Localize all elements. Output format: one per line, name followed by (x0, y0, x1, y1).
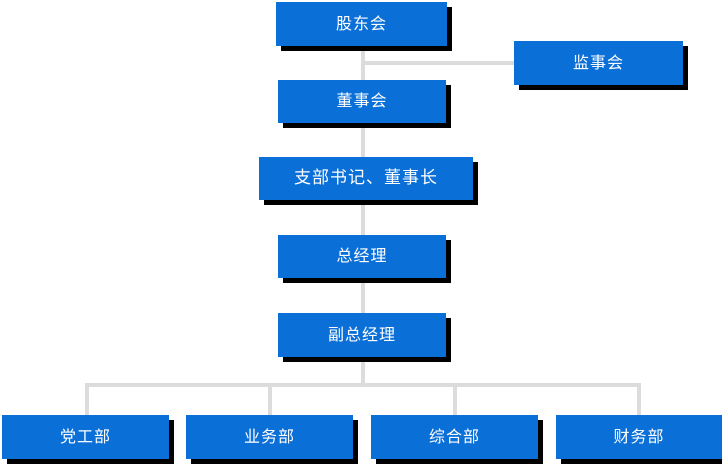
node-party-affairs-department-label: 党工部 (59, 426, 111, 446)
node-general-manager-label: 总经理 (336, 246, 388, 265)
node-branch-secretary-chairman-label: 支部书记、董事长 (294, 167, 438, 188)
node-board-of-directors[interactable]: 董事会 (278, 80, 446, 123)
connector-department-bus (85, 383, 641, 387)
connector-bus-to-finance (637, 383, 641, 417)
node-general-office-department[interactable]: 综合部 (371, 415, 538, 459)
node-shareholders-label: 股东会 (335, 13, 387, 33)
node-finance-department[interactable]: 财务部 (556, 415, 722, 459)
connector-bus-to-party-affairs (85, 383, 89, 417)
node-finance-department-label: 财务部 (613, 426, 665, 446)
connector-general-manager-to-deputy (361, 275, 365, 316)
connector-shareholders-to-supervisors (361, 61, 516, 65)
node-general-manager[interactable]: 总经理 (278, 235, 446, 278)
node-shareholders[interactable]: 股东会 (276, 2, 447, 46)
connector-secretary-to-general-manager (361, 197, 365, 238)
connector-deputy-drop (361, 355, 365, 385)
node-deputy-general-manager[interactable]: 副总经理 (278, 313, 446, 357)
node-board-of-directors-label: 董事会 (336, 91, 388, 110)
node-branch-secretary-chairman[interactable]: 支部书记、董事长 (259, 157, 473, 200)
node-deputy-general-manager-label: 副总经理 (327, 324, 396, 344)
connector-shareholders-drop-right (361, 44, 365, 66)
node-business-department-label: 业务部 (243, 426, 295, 446)
node-supervisors-label: 监事会 (572, 52, 624, 72)
connector-bus-to-general-office (453, 383, 457, 417)
node-party-affairs-department[interactable]: 党工部 (2, 415, 169, 459)
node-business-department[interactable]: 业务部 (186, 415, 353, 459)
connector-bus-to-business (268, 383, 272, 417)
node-general-office-department-label: 综合部 (428, 426, 480, 446)
connector-board-to-secretary (361, 120, 365, 160)
node-supervisors[interactable]: 监事会 (514, 41, 683, 85)
